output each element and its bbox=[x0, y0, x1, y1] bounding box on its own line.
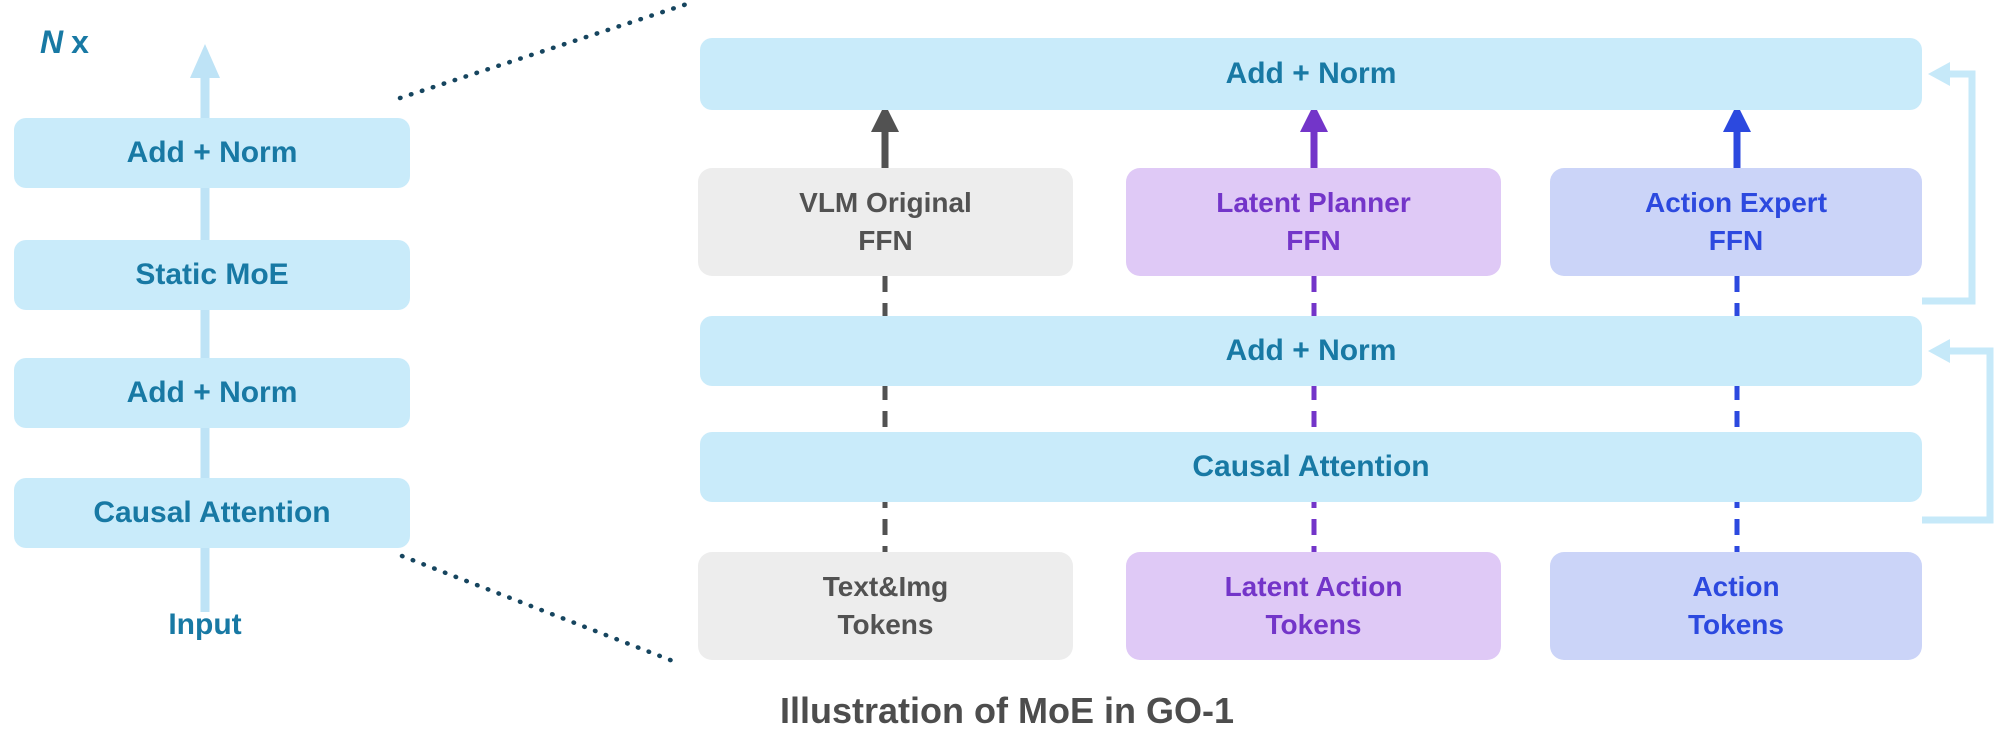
dotted-connector-bottom bbox=[399, 553, 681, 666]
left-block-static-moe: Static MoE bbox=[14, 240, 410, 310]
action-expert-ffn-up-arrow bbox=[1723, 104, 1751, 168]
latent-action-tokens-box: Latent Action Tokens bbox=[1126, 552, 1501, 660]
vlm-original-ffn-box: VLM Original FFN bbox=[698, 168, 1073, 276]
diagram-caption: Illustration of MoE in GO-1 bbox=[780, 690, 1234, 731]
mid-add-norm-bar: Add + Norm bbox=[700, 316, 1922, 386]
repeat-x: x bbox=[71, 24, 89, 60]
left-block-causal-attention: Causal Attention bbox=[14, 478, 410, 548]
action-tokens-box: Action Tokens bbox=[1550, 552, 1922, 660]
left-block-add-norm-bottom: Add + Norm bbox=[14, 358, 410, 428]
residual-connection-top bbox=[1922, 62, 1976, 305]
vlm-ffn-up-arrow bbox=[871, 104, 899, 168]
action-expert-ffn-box: Action Expert FFN bbox=[1550, 168, 1922, 276]
repeat-n: N bbox=[40, 24, 64, 60]
dotted-connector-top bbox=[397, 1, 690, 101]
input-label: Input bbox=[168, 608, 242, 641]
latent-planner-ffn-box: Latent Planner FFN bbox=[1126, 168, 1501, 276]
text-img-tokens-box: Text&Img Tokens bbox=[698, 552, 1073, 660]
top-add-norm-bar: Add + Norm bbox=[700, 38, 1922, 110]
residual-connection-bottom bbox=[1922, 339, 1994, 524]
left-block-add-norm-top: Add + Norm bbox=[14, 118, 410, 188]
causal-attention-bar: Causal Attention bbox=[700, 432, 1922, 502]
latent-planner-ffn-up-arrow bbox=[1300, 104, 1328, 168]
